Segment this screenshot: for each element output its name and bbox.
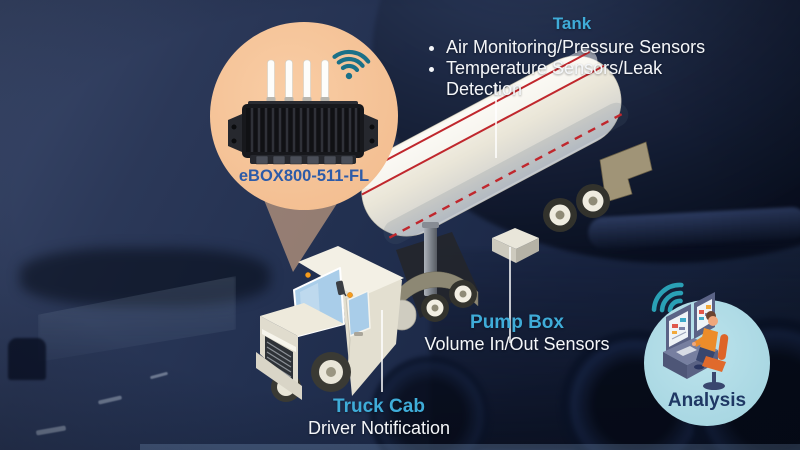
tank-bullet-1: Air Monitoring/Pressure Sensors xyxy=(446,37,720,58)
tank-bullet-2: Temperature Sensors/Leak Detection xyxy=(446,58,720,100)
truck-cab xyxy=(256,246,404,400)
background-trees xyxy=(20,248,270,306)
operator-arm xyxy=(694,336,705,347)
pump-box-title: Pump Box xyxy=(470,312,564,333)
headlight-strip xyxy=(262,329,296,352)
steer-wheel xyxy=(311,352,351,392)
truck-cab-description: Driver Notification xyxy=(307,418,451,438)
door-window xyxy=(347,290,371,337)
device-mount-ear xyxy=(364,114,378,152)
device-connectors xyxy=(255,155,354,165)
screen-widgets xyxy=(671,318,687,340)
analysis-label: Analysis xyxy=(667,390,747,411)
tank-body xyxy=(356,48,629,245)
background-truck-wheel xyxy=(370,356,490,450)
background-road-edge xyxy=(140,444,800,450)
tank-stripe-solid xyxy=(357,51,591,176)
tank-annotation: Tank Air Monitoring/Pressure Sensors Tem… xyxy=(424,14,720,100)
tanker-trailer xyxy=(356,48,653,245)
trailer-wheel xyxy=(543,198,577,232)
keyboard xyxy=(676,346,697,356)
pump-box xyxy=(492,228,539,263)
truck-cab-annotation: Truck Cab Driver Notification xyxy=(308,396,450,439)
ebox-device xyxy=(228,59,378,165)
drive-wheel xyxy=(449,280,477,308)
device-model-label: eBOX800-511-FL xyxy=(238,167,370,185)
side-mirror xyxy=(335,280,347,297)
pump-box-annotation: Pump Box Volume In/Out Sensors xyxy=(424,312,609,355)
tank-stripe-solid xyxy=(361,64,605,196)
door-handle xyxy=(354,332,363,336)
chair-back xyxy=(717,334,729,360)
tank-title: Tank xyxy=(552,14,592,33)
operator-head xyxy=(708,316,718,326)
analysis-operator-illustration xyxy=(663,292,729,390)
wifi-icon xyxy=(332,49,371,80)
truck-cab-title: Truck Cab xyxy=(333,396,425,417)
tank-bullet-list: Air Monitoring/Pressure Sensors Temperat… xyxy=(424,37,720,100)
tank-highlight xyxy=(356,48,598,189)
device-mount-ear xyxy=(228,114,242,152)
pump-box-description: Volume In/Out Sensors xyxy=(424,334,610,354)
bumper xyxy=(256,352,302,400)
exhaust-cap xyxy=(422,222,439,228)
hood xyxy=(260,303,344,336)
drive-wheel xyxy=(421,294,449,322)
trailer-wheel xyxy=(576,184,610,218)
door-seam xyxy=(345,297,351,369)
device-heatsink-fins xyxy=(250,108,358,152)
cab-roof xyxy=(298,246,404,298)
background-car xyxy=(8,338,46,380)
chair-seat xyxy=(702,356,726,372)
operator-torso xyxy=(700,328,718,352)
